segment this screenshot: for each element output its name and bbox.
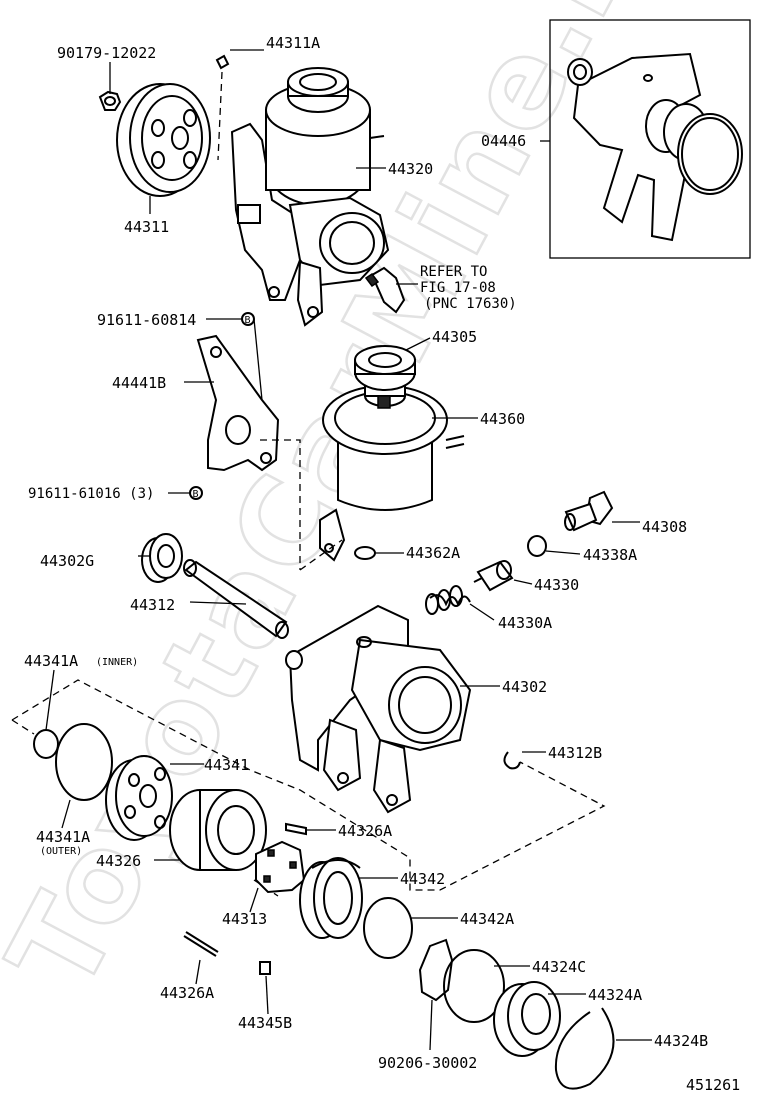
o-ring-part <box>527 535 547 557</box>
end-cover-part <box>493 981 561 1057</box>
label-91611-61016: 91611-61016 (3) <box>28 486 154 502</box>
pressure-switch-part <box>364 266 406 314</box>
bracket-part <box>196 334 280 472</box>
bolt-marker-letter: B <box>193 489 199 500</box>
vane-pin-part <box>185 931 219 953</box>
o-ring-part <box>354 546 376 560</box>
label-refer-line-3: (PNC 17630) <box>424 296 517 312</box>
label-44302g: 44302G <box>40 552 94 570</box>
spring-part <box>425 585 471 615</box>
o-ring-part <box>55 723 113 801</box>
dashed-guide <box>217 71 223 161</box>
o-ring-part <box>33 729 59 759</box>
label-44302: 44302 <box>502 678 547 696</box>
label-44341a-outer: 44341A <box>36 828 90 846</box>
shaft-part <box>183 559 289 639</box>
label-44326a-top: 44326A <box>338 822 392 840</box>
label-90206-30002: 90206-30002 <box>378 1054 477 1072</box>
label-44326a-bottom: 44326A <box>160 984 214 1002</box>
dashed-guide <box>299 539 343 571</box>
label-44324c: 44324C <box>532 958 586 976</box>
label-refer-line-2: FIG 17-08 <box>420 280 496 296</box>
vane-pin-part <box>183 935 217 957</box>
snap-ring-part <box>418 938 454 1002</box>
label-inner-note: (INNER) <box>96 657 138 668</box>
o-ring-part <box>443 949 505 1023</box>
dashed-guide <box>260 439 301 570</box>
vane-part <box>259 961 271 975</box>
leader-lines <box>45 49 652 1051</box>
label-refer-line-1: REFER TO <box>420 264 487 280</box>
pump-housing-part <box>285 604 472 814</box>
side-plate-part <box>105 755 173 841</box>
label-44362a: 44362A <box>406 544 460 562</box>
label-44313: 44313 <box>222 910 267 928</box>
pin-part <box>285 822 307 836</box>
label-44360: 44360 <box>480 410 525 428</box>
label-44311a: 44311A <box>266 34 320 52</box>
dashed-guide <box>11 719 35 735</box>
bearing-part <box>141 533 183 583</box>
label-outer-note: (OUTER) <box>40 846 82 857</box>
union-fitting-part <box>564 490 614 532</box>
label-44341: 44341 <box>204 756 249 774</box>
gasket-kit-part <box>567 52 743 242</box>
pump-assembly-part <box>230 67 390 327</box>
pressure-plate-part <box>299 857 363 939</box>
label-44311: 44311 <box>124 218 169 236</box>
label-44338a: 44338A <box>583 546 637 564</box>
dashed-guide <box>11 679 606 891</box>
kit-box <box>549 19 751 259</box>
nut-part <box>98 90 122 111</box>
label-44308: 44308 <box>642 518 687 536</box>
bolt-marker-letter: B <box>245 315 251 326</box>
label-44342: 44342 <box>400 870 445 888</box>
diagram-number: 451261 <box>686 1076 740 1094</box>
label-44345b: 44345B <box>238 1014 292 1032</box>
label-44320: 44320 <box>388 160 433 178</box>
rotor-part <box>255 840 306 894</box>
key-part <box>215 54 230 70</box>
flow-control-valve-part <box>473 560 514 592</box>
reservoir-part <box>319 345 465 562</box>
retaining-ring-part <box>554 1007 615 1090</box>
label-44330: 44330 <box>534 576 579 594</box>
label-44441b: 44441B <box>112 374 166 392</box>
snap-ring-part <box>503 751 521 770</box>
label-90179-12022: 90179-12022 <box>57 44 156 62</box>
label-44341a-inner: 44341A <box>24 652 78 670</box>
label-44326: 44326 <box>96 852 141 870</box>
label-91611-60814: 91611-60814 <box>97 311 196 329</box>
label-44324a: 44324A <box>588 986 642 1004</box>
label-44312b: 44312B <box>548 744 602 762</box>
label-44342a: 44342A <box>460 910 514 928</box>
label-44330a: 44330A <box>498 614 552 632</box>
pulley-part <box>116 83 211 197</box>
cam-ring-part <box>169 789 267 871</box>
o-ring-part <box>363 897 413 959</box>
label-44312: 44312 <box>130 596 175 614</box>
label-44324b: 44324B <box>654 1032 708 1050</box>
label-04446: 04446 <box>481 132 526 150</box>
label-44305: 44305 <box>432 328 477 346</box>
